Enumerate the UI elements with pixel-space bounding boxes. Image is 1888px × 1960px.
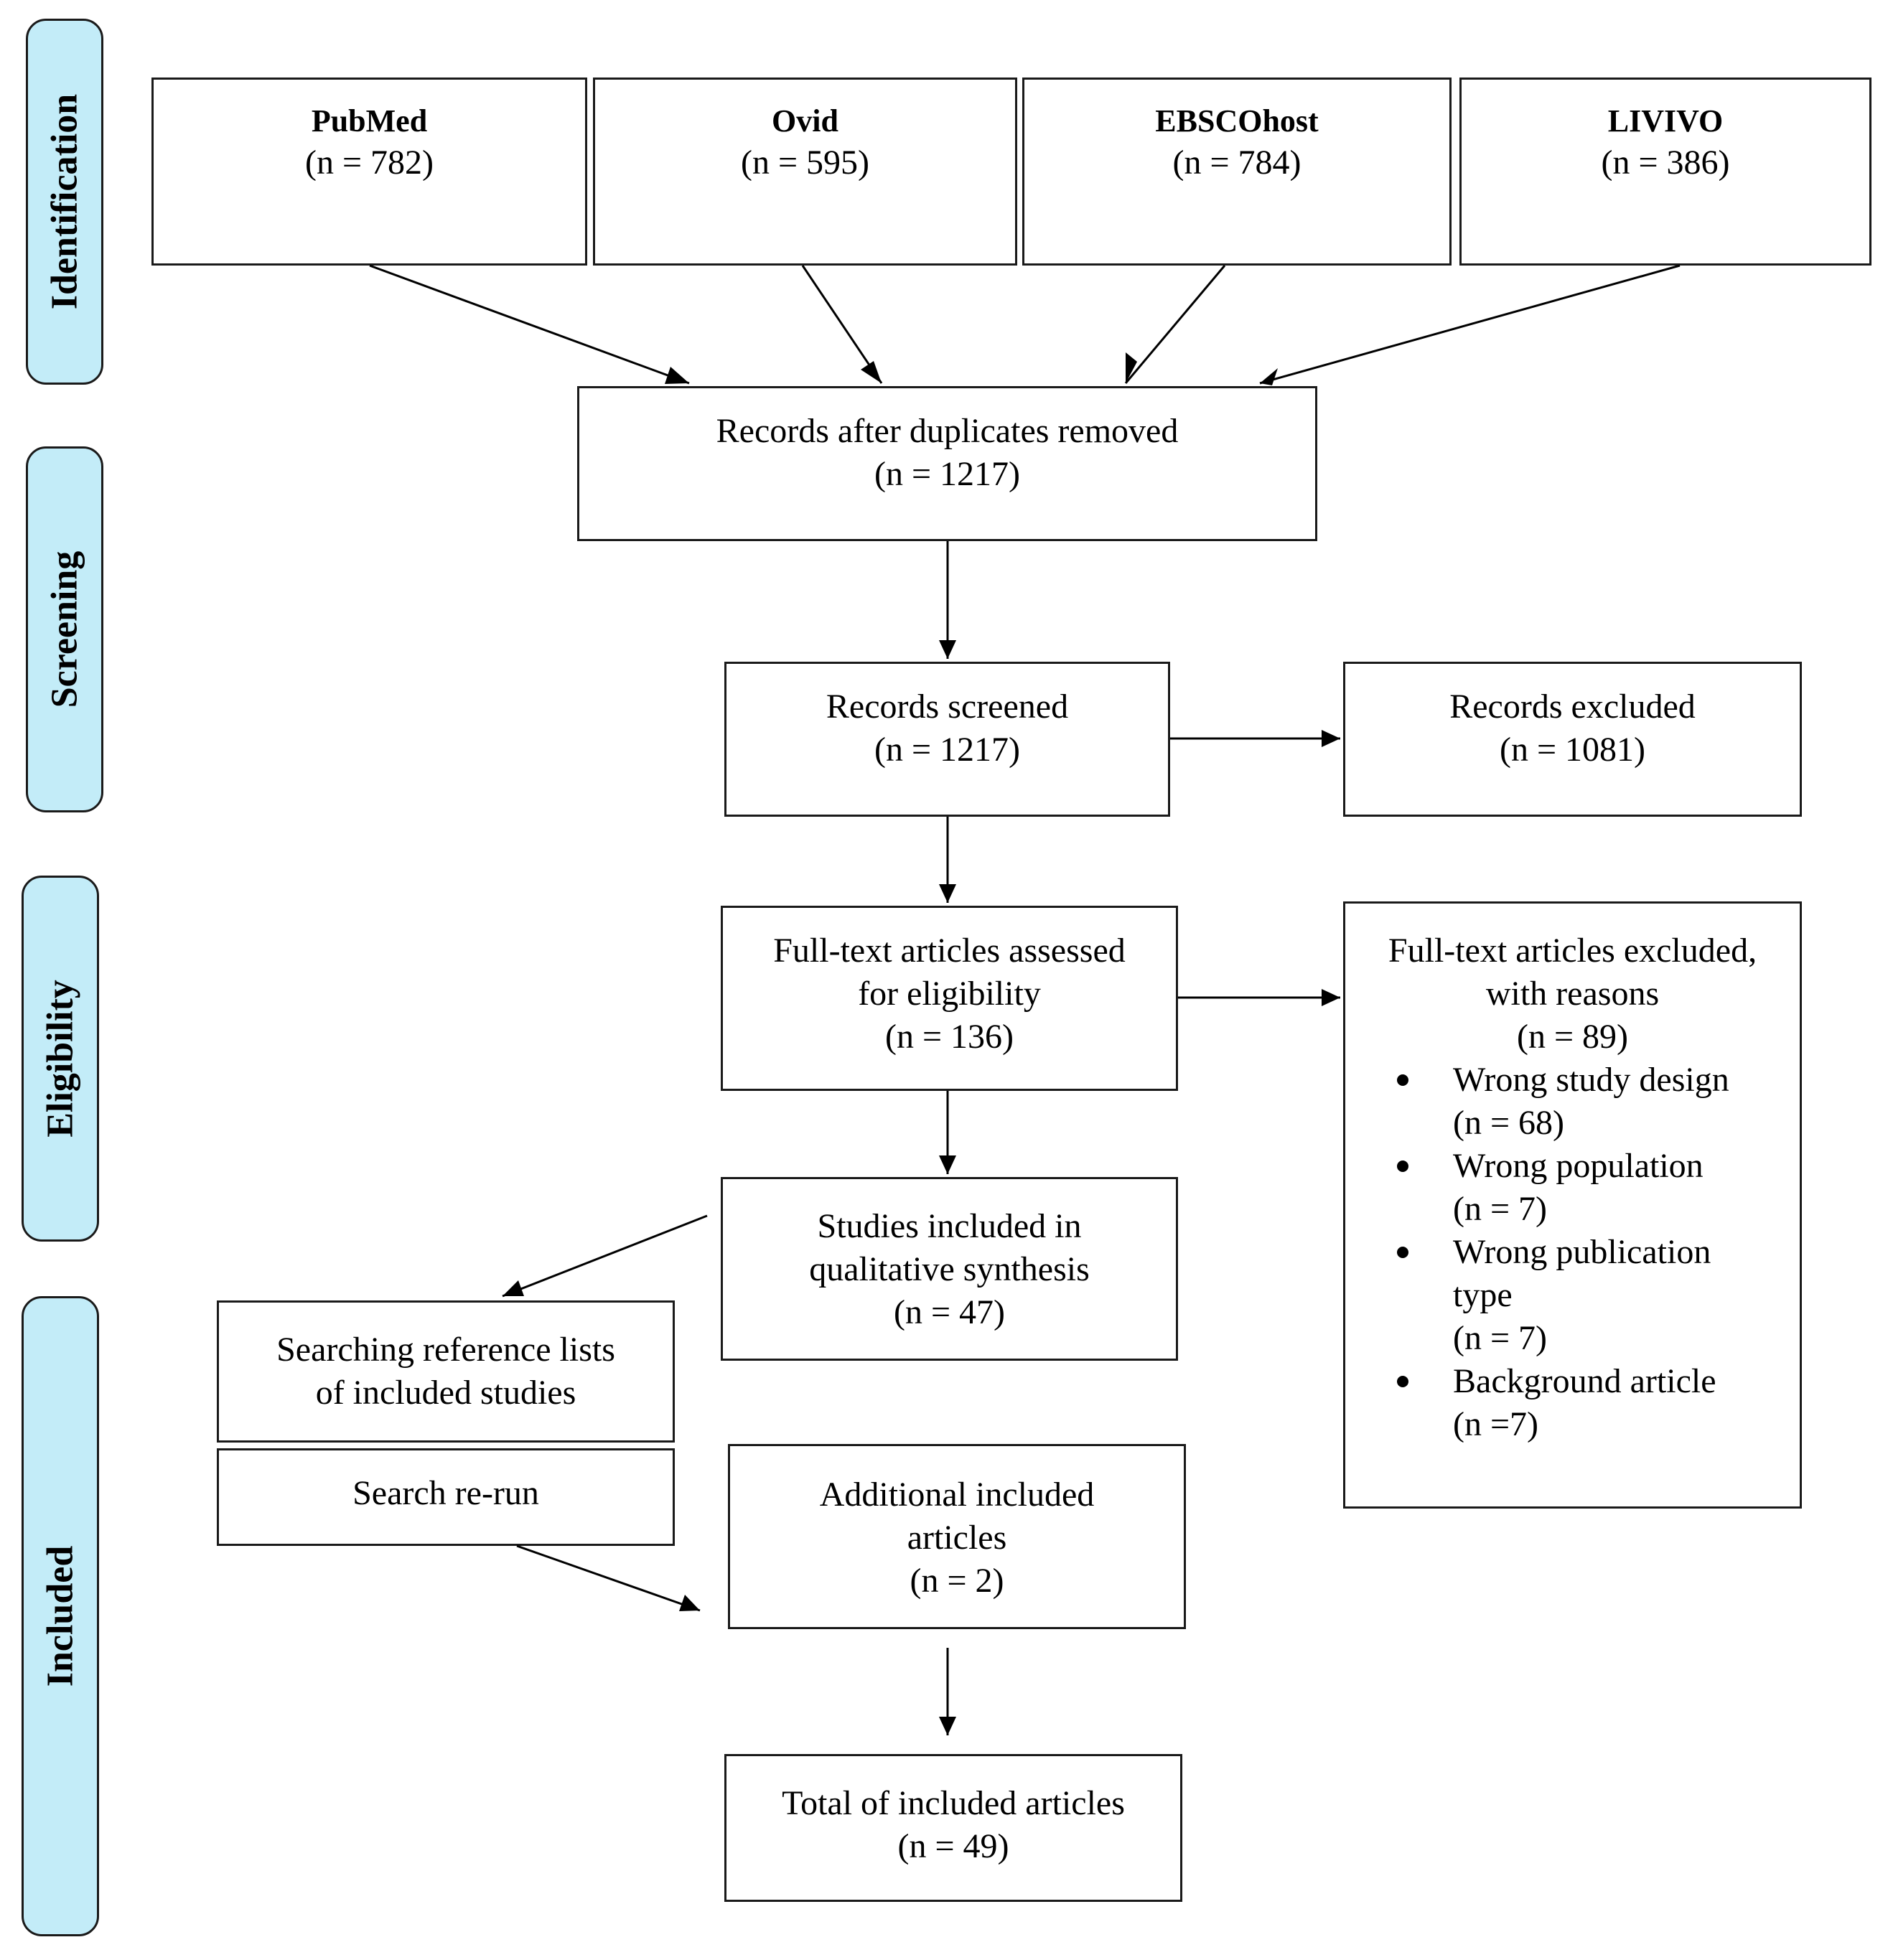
database-box-pubmed: PubMed (n = 782)	[151, 78, 587, 266]
arrowhead-screened-fulltext	[939, 884, 956, 903]
bullet-icon	[1397, 1160, 1408, 1172]
reason-label-cont: type	[1453, 1276, 1513, 1314]
reason-label: Wrong population	[1453, 1147, 1704, 1185]
arrow-livivo-to-dedup	[1259, 264, 1681, 385]
arrow-ovid-to-dedup	[801, 265, 883, 384]
qualitative-line2: qualitative synthesis	[809, 1250, 1090, 1288]
arrowhead-livivo	[1260, 368, 1278, 385]
excluded-label: Records excluded	[1449, 688, 1696, 726]
search-rerun-box: Search re-run	[217, 1448, 675, 1546]
additional-line1: Additional included	[819, 1476, 1095, 1514]
reference-lists-line2: of included studies	[315, 1374, 576, 1412]
arrow-rerun-to-additional	[516, 1544, 701, 1612]
reason-count: (n =7)	[1453, 1405, 1539, 1443]
reason-count: (n = 7)	[1453, 1190, 1548, 1228]
reference-lists-box: Searching reference lists of included st…	[217, 1300, 675, 1443]
excluded-box: Records excluded (n = 1081)	[1343, 662, 1802, 817]
arrowhead-fulltext-qualitative	[939, 1155, 956, 1174]
arrowhead-qualitative-reference	[503, 1280, 524, 1296]
additional-box: Additional included articles (n = 2)	[728, 1444, 1186, 1629]
search-rerun-label: Search re-run	[352, 1474, 539, 1512]
bullet-icon	[1397, 1074, 1408, 1086]
stage-eligibility: Eligibility	[22, 876, 99, 1242]
database-name: LIVIVO	[1607, 103, 1724, 139]
arrowhead-additional-total	[939, 1717, 956, 1735]
reason-label: Wrong study design	[1453, 1061, 1729, 1099]
database-box-ebscohost: EBSCOhost (n = 784)	[1022, 78, 1452, 266]
excluded-count: (n = 1081)	[1499, 731, 1646, 769]
additional-count: (n = 2)	[910, 1562, 1004, 1600]
fulltext-box: Full-text articles assessed for eligibil…	[721, 906, 1178, 1091]
database-box-ovid: Ovid (n = 595)	[593, 78, 1017, 266]
reference-lists-line1: Searching reference lists	[276, 1331, 615, 1369]
dedup-label: Records after duplicates removed	[716, 412, 1179, 450]
reason-count: (n = 7)	[1453, 1319, 1548, 1357]
database-name: Ovid	[772, 103, 838, 139]
arrowheads	[503, 352, 1340, 1735]
reason-label: Wrong publication	[1453, 1233, 1711, 1271]
database-name: PubMed	[311, 103, 428, 139]
additional-line2: articles	[907, 1519, 1007, 1557]
screened-box: Records screened (n = 1217)	[724, 662, 1170, 817]
arrowhead-pubmed	[665, 367, 689, 384]
arrowhead-ebsco	[1126, 352, 1137, 383]
database-count: (n = 595)	[740, 144, 870, 182]
dedup-count: (n = 1217)	[874, 455, 1021, 493]
bullet-icon	[1397, 1376, 1408, 1387]
fulltext-count: (n = 136)	[884, 1018, 1014, 1056]
database-count: (n = 784)	[1172, 144, 1301, 182]
total-box: Total of included articles (n = 49)	[724, 1754, 1182, 1902]
database-name: EBSCOhost	[1155, 103, 1319, 139]
screened-label: Records screened	[826, 688, 1069, 726]
arrow-qualitative-to-reference	[502, 1214, 708, 1298]
database-box-livivo: LIVIVO (n = 386)	[1459, 78, 1871, 266]
fulltext-line2: for eligibility	[858, 975, 1041, 1013]
arrow-pubmed-to-dedup	[369, 264, 690, 385]
fulltext-excluded-box: Full-text articles excluded, with reason…	[1343, 901, 1802, 1509]
stage-included: Included	[22, 1296, 99, 1936]
reason-item: Wrong population (n = 7)	[1345, 1145, 1800, 1231]
qualitative-line1: Studies included in	[817, 1207, 1082, 1245]
reason-item: Wrong study design (n = 68)	[1345, 1059, 1800, 1145]
total-label: Total of included articles	[782, 1784, 1125, 1822]
dedup-box: Records after duplicates removed (n = 12…	[577, 386, 1317, 541]
fulltext-excluded-line2: with reasons	[1485, 975, 1660, 1013]
reason-list: Wrong study design (n = 68) Wrong popula…	[1345, 1059, 1800, 1446]
qualitative-box: Studies included in qualitative synthesi…	[721, 1177, 1178, 1361]
reason-item: Background article (n =7)	[1345, 1360, 1800, 1446]
fulltext-excluded-count: (n = 89)	[1516, 1018, 1629, 1056]
stage-screening: Screening	[26, 446, 103, 812]
reason-item: Wrong publication type (n = 7)	[1345, 1231, 1800, 1360]
stage-identification: Identification	[26, 19, 103, 385]
fulltext-excluded-line1: Full-text articles excluded,	[1388, 932, 1757, 970]
qualitative-count: (n = 47)	[893, 1293, 1006, 1331]
screened-count: (n = 1217)	[874, 731, 1021, 769]
arrow-ebsco-to-dedup	[1124, 265, 1226, 384]
bullet-icon	[1397, 1247, 1408, 1258]
reason-label: Background article	[1453, 1362, 1716, 1400]
arrowhead-dedup-screened	[939, 640, 956, 659]
arrowhead-screened-excluded	[1322, 730, 1340, 747]
arrowhead-rerun-additional	[679, 1595, 700, 1611]
arrowhead-fulltext-excluded	[1322, 989, 1340, 1006]
total-count: (n = 49)	[897, 1827, 1009, 1865]
database-count: (n = 386)	[1601, 144, 1730, 182]
arrowhead-ovid	[861, 361, 882, 383]
fulltext-line1: Full-text articles assessed	[773, 932, 1126, 970]
database-count: (n = 782)	[304, 144, 434, 182]
reason-count: (n = 68)	[1453, 1104, 1565, 1142]
